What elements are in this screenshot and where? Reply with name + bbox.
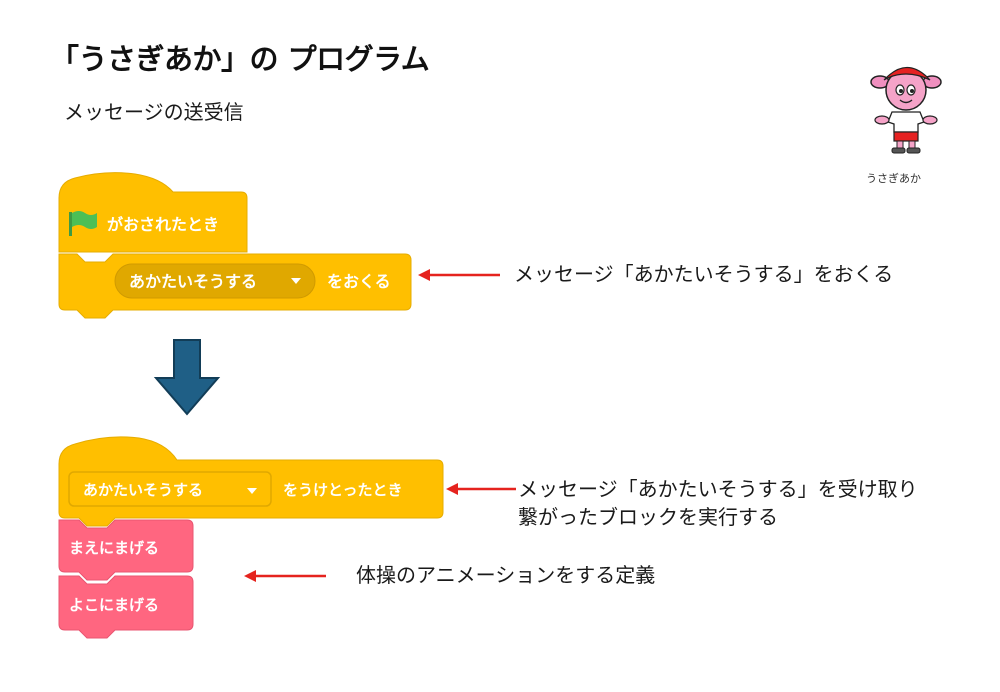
- red-arrow-icon: [446, 483, 516, 495]
- receive-note-line1: メッセージ「あかたいそうする」を受け取り: [518, 477, 918, 501]
- hat-label: がおされたとき: [107, 215, 219, 234]
- when-flag-clicked-block[interactable]: [58, 172, 248, 253]
- broadcast-note: メッセージ「あかたいそうする」をおくる: [514, 262, 894, 286]
- custom-block-label: よこにまげる: [69, 596, 159, 614]
- receive-suffix: をうけとったとき: [283, 481, 403, 499]
- rabbit-mascot-icon: [870, 66, 942, 154]
- page-title: 「うさぎあか」の プログラム: [50, 42, 430, 76]
- script-receive: あかたいそうする をうけとったとき まえにまげる よこにまげる: [58, 436, 444, 639]
- broadcast-dropdown-value: あかたいそうする: [129, 272, 257, 291]
- green-flag-icon: [69, 211, 97, 236]
- custom-block-label: まえにまげる: [69, 539, 159, 557]
- custom-blocks-note: 体操のアニメーションをする定義: [356, 563, 656, 587]
- script-green-flag: がおされたとき あかたいそうする をおくる: [58, 172, 412, 319]
- broadcast-suffix: をおくる: [327, 272, 391, 291]
- custom-block-1[interactable]: [58, 519, 194, 581]
- red-arrow-icon: [418, 269, 500, 281]
- down-arrow-icon: [153, 339, 221, 416]
- receive-note-line2: 繋がったブロックを実行する: [518, 505, 778, 529]
- dropdown-caret-icon[interactable]: [291, 278, 301, 284]
- broadcast-dropdown[interactable]: [114, 263, 316, 299]
- receive-dropdown-value: あかたいそうする: [83, 481, 203, 499]
- mascot-cap: [883, 66, 931, 81]
- dropdown-caret-icon[interactable]: [247, 488, 257, 494]
- red-arrow-icon: [244, 570, 326, 582]
- page-subtitle: メッセージの送受信: [64, 100, 244, 124]
- character-name: うさぎあか: [866, 172, 921, 185]
- receive-dropdown[interactable]: [68, 471, 272, 507]
- mascot-shorts: [893, 131, 919, 142]
- mascot-shirt: [887, 111, 925, 133]
- custom-block-2[interactable]: [58, 575, 194, 639]
